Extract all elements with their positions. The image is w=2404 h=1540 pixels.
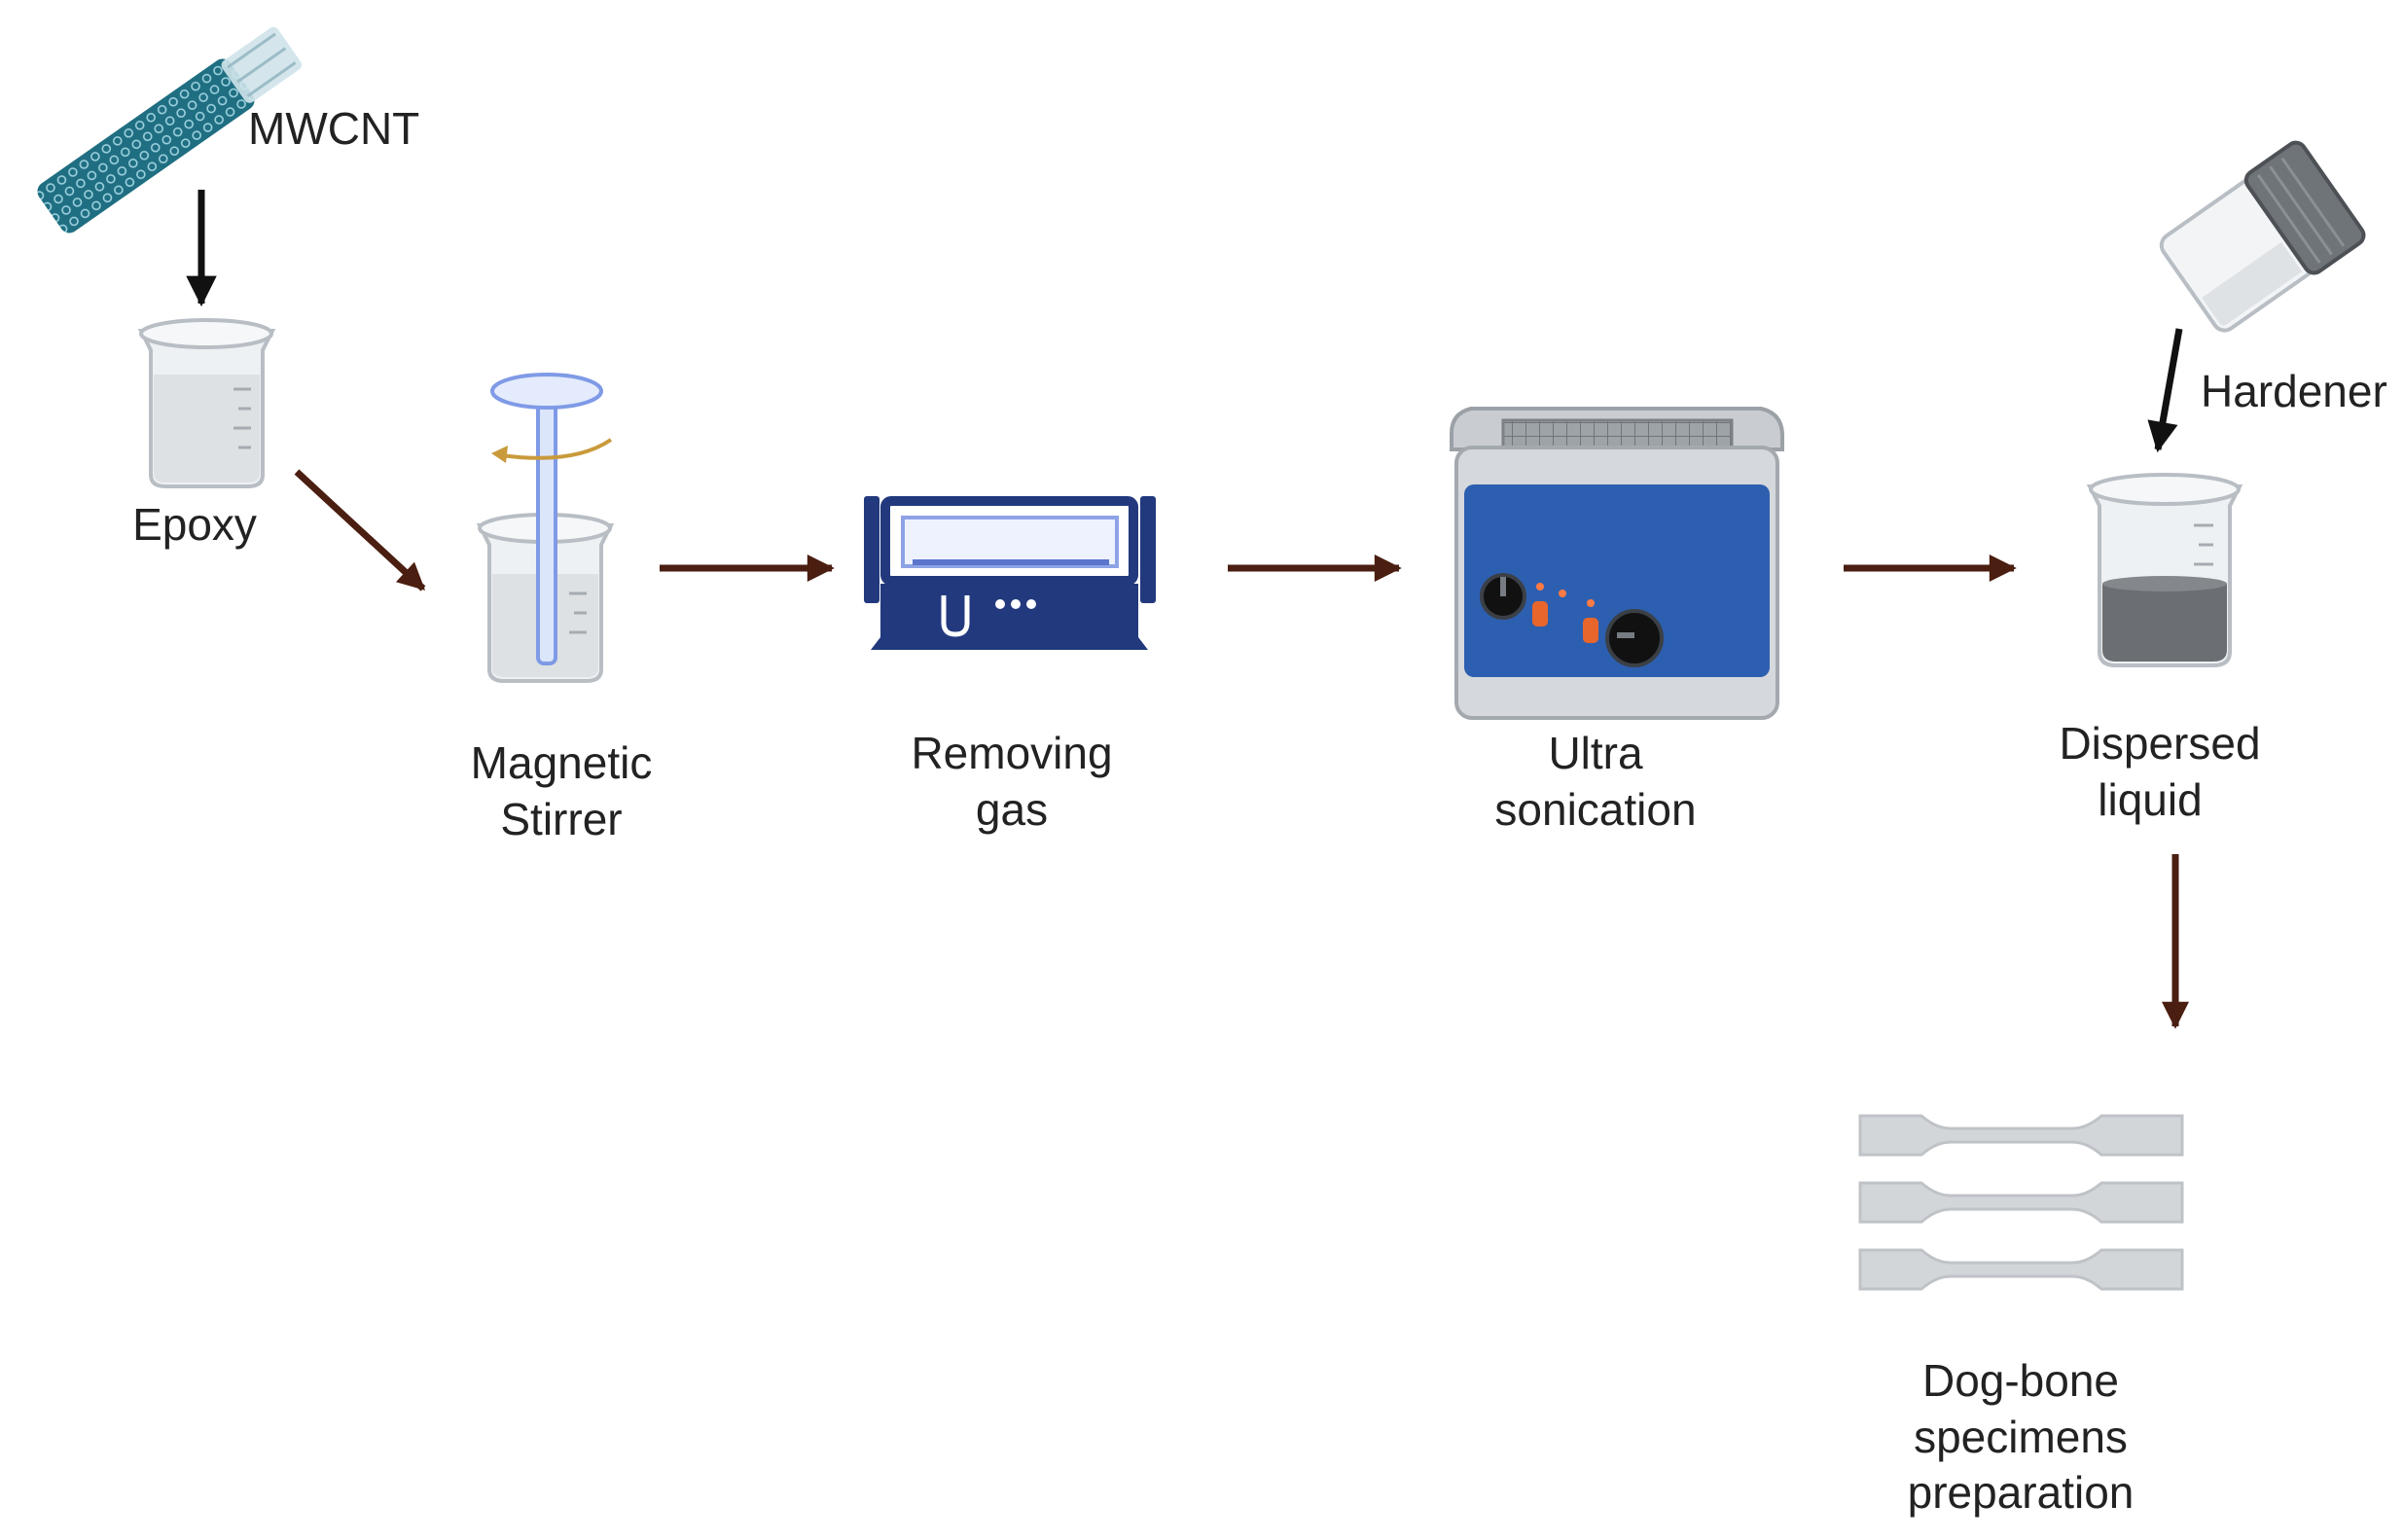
magnetic-stirrer-label-line2: Stirrer [500, 794, 622, 844]
arrow-epoxy-to-stirrer [294, 469, 426, 591]
vacuum-oven-icon [864, 496, 1156, 650]
epoxy-label: Epoxy [132, 499, 257, 550]
hardener-jar-icon [2159, 140, 2366, 333]
mwcnt-label: MWCNT [248, 103, 419, 154]
dog-bone-specimen-icon [1858, 1114, 2184, 1291]
ultrasonic-bath-icon [1450, 407, 1784, 720]
removing-gas-label-line1: Removing [911, 728, 1112, 778]
nanotube-icon [37, 26, 303, 233]
rotation-arrow-icon [500, 438, 613, 460]
magnetic-stirrer-icon [476, 373, 615, 683]
beaker-icon [137, 318, 276, 488]
magnetic-stirrer-label-line1: Magnetic [471, 737, 653, 788]
removing-gas-label-line2: gas [976, 784, 1048, 835]
dog-bone-label-line3: preparation [1908, 1467, 2135, 1518]
dog-bone-label-line2: specimens [1914, 1412, 2128, 1462]
ultra-sonication-label-line1: Ultra [1548, 728, 1643, 778]
dispersed-liquid-label-line1: Dispersed [2059, 718, 2260, 769]
ultra-sonication-label-line2: sonication [1494, 784, 1696, 835]
arrow-hardener-to-dispersed [2147, 328, 2183, 453]
dispersed-liquid-label-line2: liquid [2098, 774, 2202, 825]
beaker-icon [2086, 473, 2243, 667]
dog-bone-label-line1: Dog-bone [1922, 1355, 2119, 1406]
hardener-label: Hardener [2201, 366, 2387, 416]
